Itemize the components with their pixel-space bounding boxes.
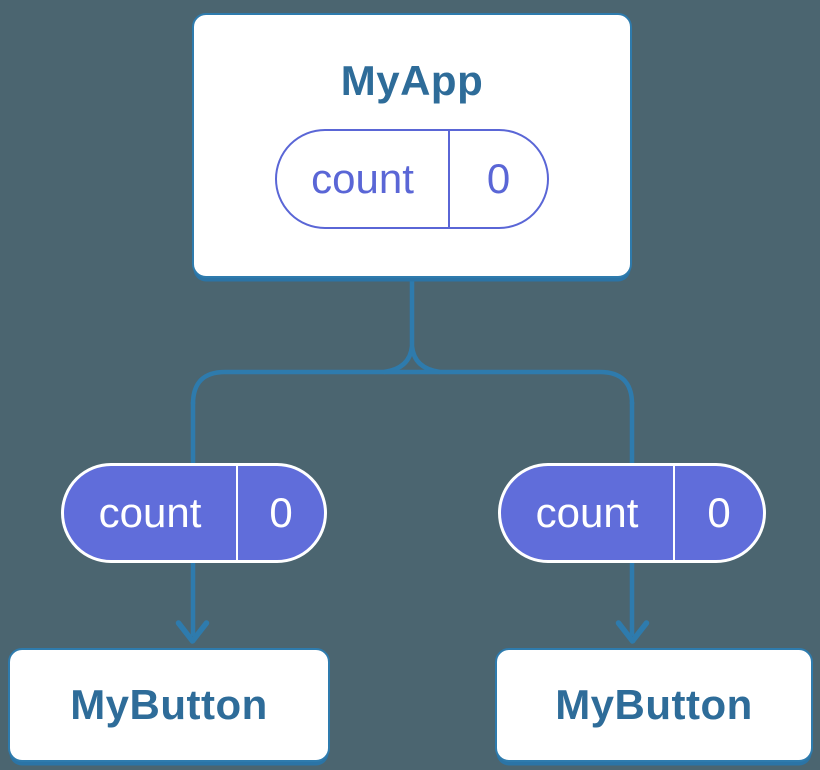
component-node-mybutton-right: MyButton xyxy=(495,648,813,762)
right-arrowhead-icon xyxy=(615,620,650,644)
prop-value: 0 xyxy=(269,489,293,536)
prop-name: count xyxy=(501,466,675,560)
left-arrowhead-icon xyxy=(175,620,210,644)
parent-stem-line xyxy=(383,280,441,375)
state-value: 0 xyxy=(486,155,511,202)
prop-name: count xyxy=(64,466,238,560)
component-node-myapp: MyApp count 0 xyxy=(192,13,632,278)
prop-value: 0 xyxy=(707,489,731,536)
prop-pill-right: count 0 xyxy=(498,463,766,563)
state-name: count xyxy=(277,131,450,227)
prop-pill-left: count 0 xyxy=(61,463,327,563)
component-title: MyApp xyxy=(340,57,484,104)
component-title: MyButton xyxy=(555,681,753,728)
component-title: MyButton xyxy=(70,681,268,728)
state-pill: count 0 xyxy=(275,129,549,229)
component-node-mybutton-left: MyButton xyxy=(8,648,330,762)
branch-rail-line xyxy=(190,369,635,405)
